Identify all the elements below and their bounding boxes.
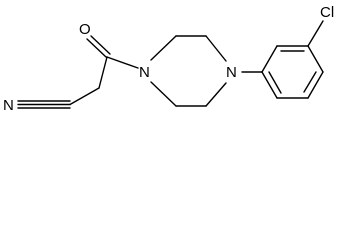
atom-label-piperazine-n1: N [139, 64, 150, 81]
molecule-diagram: N O N N Cl [3, 4, 334, 114]
bond-ring-n1-c2 [150, 35, 177, 61]
bond-carbonyl-n1 [106, 56, 139, 69]
bond-carbonyl-double-1 [86, 38, 107, 58]
bond-phenyl-4 [307, 71, 324, 99]
bond-phenyl-1 [261, 45, 278, 73]
bond-ring-c6-n1 [150, 81, 177, 107]
atom-label-piperazine-n4: N [226, 64, 237, 81]
bond-c-cl [307, 20, 324, 47]
bond-phenyl-inner-2 [303, 71, 317, 93]
atom-label-nitrile-n: N [3, 97, 14, 114]
bond-ring-c3-n4 [205, 35, 227, 62]
bond-ch2-carbonyl [98, 56, 108, 89]
bond-ring-n4-c5 [205, 82, 227, 107]
atom-label-carbonyl-o: O [79, 21, 91, 38]
bond-phenyl-6 [261, 71, 278, 99]
bond-carbonyl-double-2 [90, 35, 111, 55]
atom-label-chlorine: Cl [320, 4, 334, 21]
bond-phenyl-3 [307, 45, 324, 73]
bond-phenyl-inner-3 [268, 71, 282, 94]
bond-nitrile-c-ch2 [69, 87, 100, 106]
